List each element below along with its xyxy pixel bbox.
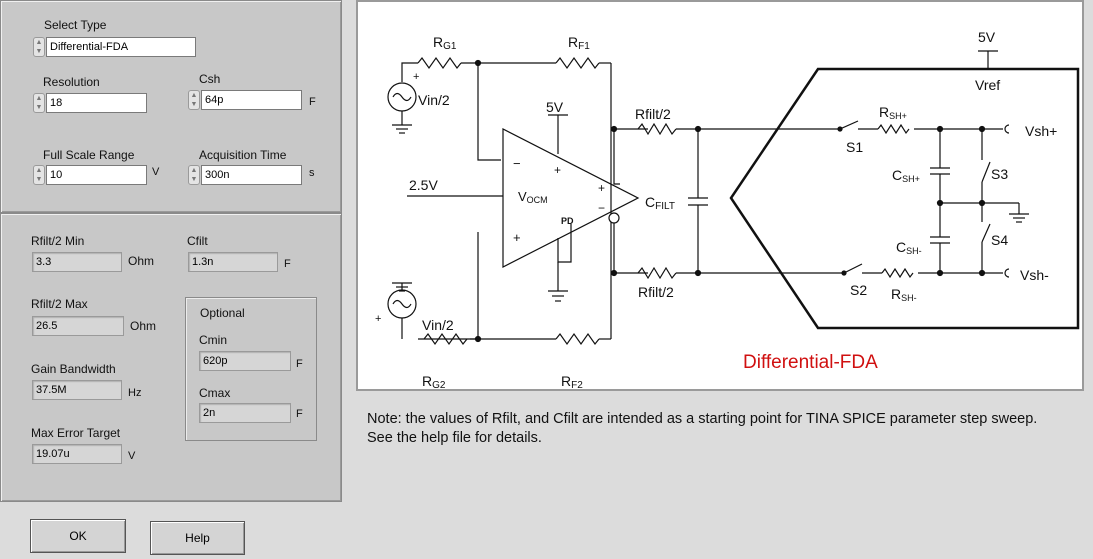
svg-text:+: + (513, 230, 521, 245)
vsh-plus-label: Vsh+ (1025, 123, 1057, 139)
s3-label: S3 (991, 166, 1008, 182)
full-scale-range-spinner[interactable]: ▲▼ (33, 165, 45, 185)
acquisition-time-field[interactable]: 300n (201, 165, 302, 185)
acquisition-time-spinner[interactable]: ▲▼ (188, 165, 200, 185)
schematic-diagram: RG1 RF1 + Vin/2 5V 2.5V − + + + − VOCM P… (356, 0, 1084, 391)
cfilt-unit: F (284, 258, 291, 270)
s1-label: S1 (846, 139, 863, 155)
select-type-label: Select Type (44, 18, 107, 32)
rsh-minus-label: RSH- (891, 286, 917, 303)
note-text: Note: the values of Rfilt, and Cfilt are… (367, 411, 1038, 446)
max-error-indicator: 19.07u (32, 444, 122, 464)
rfilt-top-resistor (637, 122, 677, 136)
full-scale-range-field[interactable]: 10 (46, 165, 147, 185)
svg-text:−: − (598, 201, 605, 215)
vocm-in-label: 2.5V (409, 177, 438, 193)
five-v-amp-label: 5V (546, 99, 564, 115)
s4-label: S4 (991, 232, 1008, 248)
svg-text:+: + (554, 163, 561, 177)
gain-bandwidth-label: Gain Bandwidth (31, 362, 116, 376)
full-scale-range-unit: V (152, 166, 160, 178)
vin-top-label: Vin/2 (418, 92, 450, 108)
rfilt-bottom-resistor (637, 266, 677, 280)
csh-plus-label: CSH+ (892, 167, 920, 184)
vref-label: Vref (975, 77, 1000, 93)
cfilt-schematic-label: CFILT (645, 194, 675, 212)
rf1-label: RF1 (568, 34, 590, 52)
acquisition-time-label: Acquisition Time (199, 148, 287, 162)
full-scale-range-label: Full Scale Range (43, 148, 135, 162)
csh-label: Csh (199, 72, 221, 86)
cmax-label: Cmax (199, 386, 231, 400)
rfilt-max-indicator: 26.5 (32, 316, 124, 336)
acquisition-time-unit: s (309, 167, 315, 179)
select-type-spinner[interactable]: ▲▼ (33, 37, 45, 57)
help-button[interactable]: Help (150, 521, 245, 555)
rg2-resistor (423, 332, 468, 346)
rfilt-top-label: Rfilt/2 (635, 106, 671, 122)
rfilt-min-label: Rfilt/2 Min (31, 234, 85, 248)
optional-label: Optional (200, 306, 245, 320)
rsh-plus-label: RSH+ (879, 104, 907, 121)
cmax-indicator: 2n (199, 403, 291, 423)
vin-bottom-label: Vin/2 (422, 317, 454, 333)
schematic-title: Differential-FDA (743, 352, 878, 373)
svg-text:+: + (413, 71, 419, 83)
rfilt-min-unit: Ohm (128, 254, 155, 268)
rsh-plus-resistor (877, 123, 910, 135)
cfilt-label: Cfilt (187, 234, 208, 248)
cmin-indicator: 620p (199, 351, 291, 371)
cmin-unit: F (296, 358, 303, 370)
rg2-label: RG2 (422, 373, 446, 389)
pd-label: PD (561, 216, 574, 226)
csh-minus-label: CSH- (896, 239, 922, 256)
max-error-unit: V (128, 450, 136, 462)
rf2-resistor (555, 332, 600, 346)
ok-button[interactable]: OK (30, 519, 126, 553)
csh-unit: F (309, 96, 316, 108)
cmax-unit: F (296, 408, 303, 420)
resolution-field[interactable]: 18 (46, 93, 147, 113)
adc-box (729, 67, 1080, 330)
rf1-resistor (555, 56, 600, 70)
gain-bandwidth-indicator: 37.5M (32, 380, 122, 400)
select-type-field[interactable]: Differential-FDA (46, 37, 196, 57)
s2-label: S2 (850, 282, 867, 298)
rfilt-max-label: Rfilt/2 Max (31, 297, 88, 311)
cfilt-indicator: 1.3n (188, 252, 278, 272)
resolution-spinner[interactable]: ▲▼ (33, 93, 45, 113)
gain-bandwidth-unit: Hz (128, 387, 142, 399)
svg-text:+: + (598, 181, 605, 195)
cmin-label: Cmin (199, 333, 228, 347)
rf2-label: RF2 (561, 373, 583, 389)
schematic-svg: RG1 RF1 + Vin/2 5V 2.5V − + + + − VOCM P… (375, 29, 1080, 391)
vsh-minus-label: Vsh- (1020, 267, 1049, 283)
five-v-ref-label: 5V (978, 29, 996, 45)
csh-field[interactable]: 64p (201, 90, 302, 110)
rg1-label: RG1 (433, 34, 457, 52)
csh-spinner[interactable]: ▲▼ (188, 90, 200, 110)
rfilt-max-unit: Ohm (130, 319, 157, 333)
max-error-label: Max Error Target (31, 426, 121, 440)
rfilt-min-indicator: 3.3 (32, 252, 122, 272)
rg1-resistor (417, 56, 462, 70)
rsh-minus-resistor (881, 267, 914, 279)
svg-text:−: − (513, 156, 521, 171)
resolution-label: Resolution (43, 75, 100, 89)
vocm-label: VOCM (518, 189, 548, 205)
rfilt-bottom-label: Rfilt/2 (638, 284, 674, 300)
svg-text:+: + (375, 313, 381, 325)
